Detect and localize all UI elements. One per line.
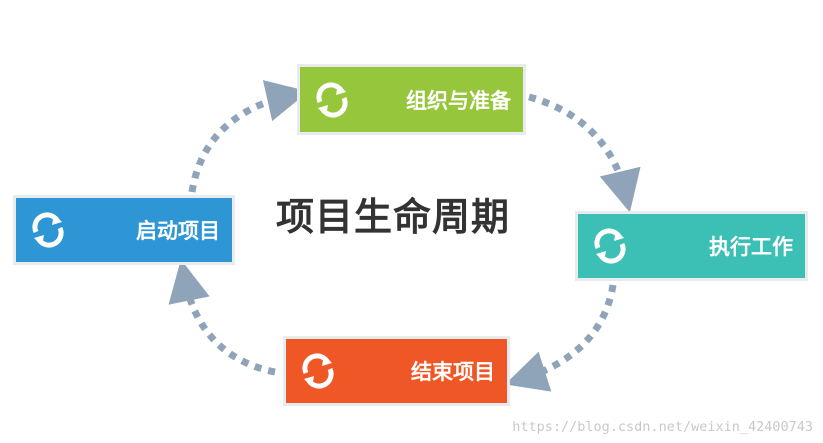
node-label: 结束项目	[411, 360, 495, 384]
arrow-initiate-to-organize	[188, 80, 309, 193]
node-label: 组织与准备	[406, 88, 511, 113]
refresh-cycle-icon	[32, 212, 64, 248]
refresh-cycle-icon	[302, 353, 334, 389]
diagram-title: 项目生命周期	[276, 195, 511, 239]
node-label: 启动项目	[136, 219, 220, 243]
watermark-url: https://blog.csdn.net/weixin_42400743	[512, 419, 813, 435]
node-close-project: 结束项目	[283, 336, 510, 406]
node-initiate-project: 启动项目	[13, 195, 235, 265]
refresh-cycle-icon	[594, 228, 626, 264]
arrow-close-to-initiate	[168, 259, 276, 376]
node-organize-and-prepare: 组织与准备	[297, 64, 526, 135]
node-execute-work: 执行工作	[575, 211, 808, 281]
arrow-organize-to-execute	[528, 93, 641, 213]
refresh-cycle-icon	[316, 81, 348, 118]
node-label: 执行工作	[709, 235, 793, 259]
arrow-execute-to-close	[505, 284, 617, 392]
